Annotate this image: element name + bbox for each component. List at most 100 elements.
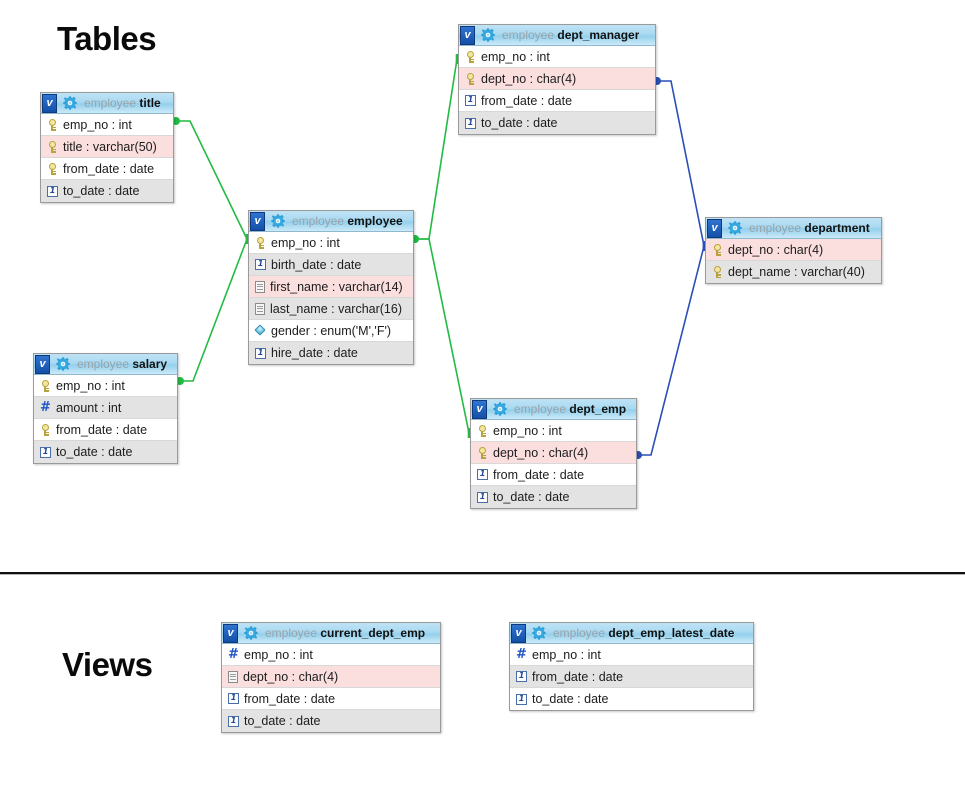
- entity-header-title[interactable]: v employee title: [41, 93, 173, 114]
- text-icon: [228, 670, 238, 683]
- key-icon: [40, 379, 51, 392]
- column-label: dept_no : char(4): [493, 445, 589, 460]
- date-icon: 1: [228, 693, 239, 704]
- date-icon: 1: [465, 95, 476, 106]
- entity-title[interactable]: v employee title emp_no : int title : varch…: [40, 92, 174, 203]
- column-row[interactable]: first_name : varchar(14): [249, 276, 413, 298]
- entity-title: employee current_dept_emp: [265, 627, 425, 640]
- section-divider: [0, 572, 965, 574]
- column-label: emp_no : int: [63, 117, 132, 132]
- column-row[interactable]: title : varchar(50): [41, 136, 173, 158]
- column-row[interactable]: dept_no : char(4): [471, 442, 636, 464]
- key-icon: [712, 243, 723, 256]
- column-row[interactable]: from_date : date: [34, 419, 177, 441]
- column-row[interactable]: 1 from_date : date: [510, 666, 753, 688]
- entity-header-current_dept_emp[interactable]: v employee current_dept_emp: [222, 623, 440, 644]
- column-row[interactable]: emp_no : int: [41, 114, 173, 136]
- column-row[interactable]: emp_no : int: [459, 46, 655, 68]
- date-icon: 1: [516, 671, 527, 682]
- view-badge-icon: v: [35, 354, 50, 374]
- number-icon: #: [228, 646, 239, 662]
- key-icon: [47, 162, 58, 175]
- entity-header-dept_manager[interactable]: v employee dept_manager: [459, 25, 655, 46]
- column-label: to_date : date: [532, 692, 609, 706]
- column-row[interactable]: last_name : varchar(16): [249, 298, 413, 320]
- column-row[interactable]: #amount : int: [34, 397, 177, 419]
- entity-name: employee: [347, 214, 403, 228]
- section-title-tables: Tables: [57, 20, 157, 57]
- column-row[interactable]: gender : enum('M','F'): [249, 320, 413, 342]
- entity-title: employee title: [84, 97, 161, 110]
- column-label: to_date : date: [56, 445, 133, 459]
- entity-schema: employee: [502, 28, 555, 42]
- column-row[interactable]: from_date : date: [41, 158, 173, 180]
- date-icon: 1: [477, 469, 488, 480]
- enum-icon: [254, 324, 266, 336]
- date-icon: 1: [465, 117, 476, 129]
- gear-icon: [493, 402, 507, 416]
- date-icon: 1: [516, 693, 527, 705]
- column-row[interactable]: dept_no : char(4): [222, 666, 440, 688]
- column-row[interactable]: #emp_no : int: [222, 644, 440, 666]
- column-label: birth_date : date: [271, 257, 362, 272]
- column-row[interactable]: 1 to_date : date: [510, 688, 753, 710]
- entity-name: dept_emp_latest_date: [608, 626, 735, 640]
- view-badge-icon: v: [460, 25, 475, 45]
- column-label: to_date : date: [481, 116, 558, 130]
- column-row[interactable]: emp_no : int: [471, 420, 636, 442]
- relation-employee-dept_emp: [411, 235, 478, 438]
- column-row[interactable]: dept_name : varchar(40): [706, 261, 881, 283]
- view-badge-icon: v: [707, 218, 722, 238]
- column-label: dept_name : varchar(40): [728, 265, 865, 279]
- entity-title: employee dept_manager: [502, 29, 639, 42]
- relation-dept_emp-department: [634, 241, 713, 459]
- column-label: from_date : date: [532, 669, 624, 684]
- column-row[interactable]: #emp_no : int: [510, 644, 753, 666]
- column-row[interactable]: dept_no : char(4): [706, 239, 881, 261]
- key-icon: [47, 140, 58, 153]
- date-icon: 1: [477, 491, 488, 503]
- column-label: emp_no : int: [532, 647, 601, 662]
- entity-schema: employee: [292, 214, 345, 228]
- column-label: dept_no : char(4): [243, 669, 339, 684]
- column-row[interactable]: emp_no : int: [34, 375, 177, 397]
- column-row[interactable]: 1 to_date : date: [459, 112, 655, 134]
- column-label: from_date : date: [56, 422, 148, 437]
- view-badge-icon: v: [42, 93, 57, 113]
- gear-icon: [244, 626, 258, 640]
- column-label: first_name : varchar(14): [270, 279, 403, 294]
- entity-name: title: [139, 96, 161, 110]
- column-row[interactable]: emp_no : int: [249, 232, 413, 254]
- view-badge-icon: v: [223, 623, 238, 643]
- entity-name: salary: [132, 357, 168, 371]
- entity-current_dept_emp[interactable]: v employee current_dept_emp #emp_no : int d…: [221, 622, 441, 733]
- text-icon: [255, 302, 265, 315]
- column-label: title : varchar(50): [63, 139, 157, 154]
- entity-name: dept_manager: [557, 28, 640, 42]
- column-label: emp_no : int: [56, 378, 125, 393]
- column-row[interactable]: dept_no : char(4): [459, 68, 655, 90]
- gear-icon: [532, 626, 546, 640]
- column-label: to_date : date: [244, 714, 321, 728]
- entity-name: current_dept_emp: [320, 626, 426, 640]
